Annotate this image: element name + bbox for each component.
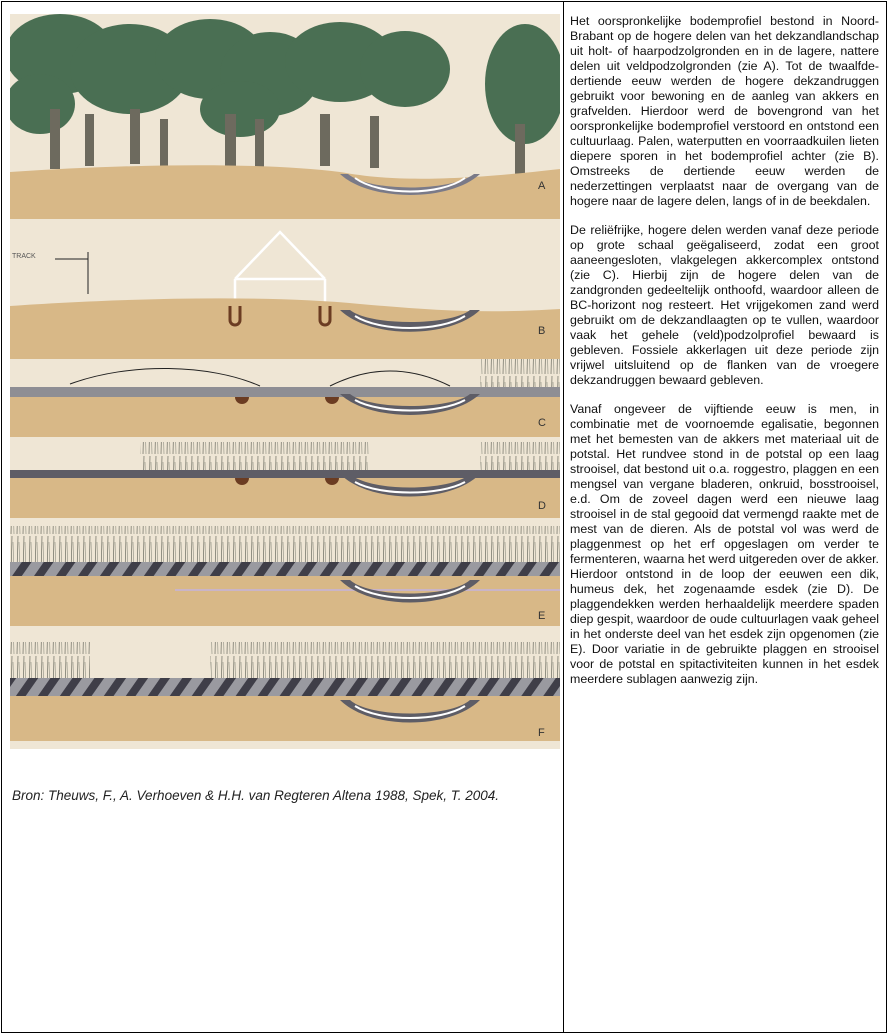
panel-c: C xyxy=(10,359,560,437)
paragraph: Het oorspronkelijke bodemprofiel bestond… xyxy=(570,14,879,209)
panel-label-b: B xyxy=(538,325,545,337)
panel-label-e: E xyxy=(538,610,545,622)
figure-caption: Bron: Theuws, F., A. Verhoeven & H.H. va… xyxy=(12,782,557,810)
panel-label-a: A xyxy=(538,180,546,192)
paragraph: De reliëfrijke, hogere delen werden vana… xyxy=(570,223,879,388)
soil-profile-figure: A TRACK B xyxy=(10,14,560,749)
track-label: TRACK xyxy=(12,253,36,260)
body-text: Het oorspronkelijke bodemprofiel bestond… xyxy=(570,14,879,687)
panel-a: A xyxy=(10,14,560,219)
panel-b: TRACK B xyxy=(10,232,560,359)
tree-trunks xyxy=(50,109,525,174)
panel-label-f: F xyxy=(538,727,545,739)
panel-e: E xyxy=(10,526,560,626)
panel-d: D xyxy=(10,442,560,518)
column-divider xyxy=(563,1,564,1033)
paragraph: Vanaf ongeveer de vijftiende eeuw is men… xyxy=(570,402,879,687)
panel-f: F xyxy=(10,642,560,741)
panel-label-c: C xyxy=(538,417,546,429)
panel-label-d: D xyxy=(538,500,546,512)
